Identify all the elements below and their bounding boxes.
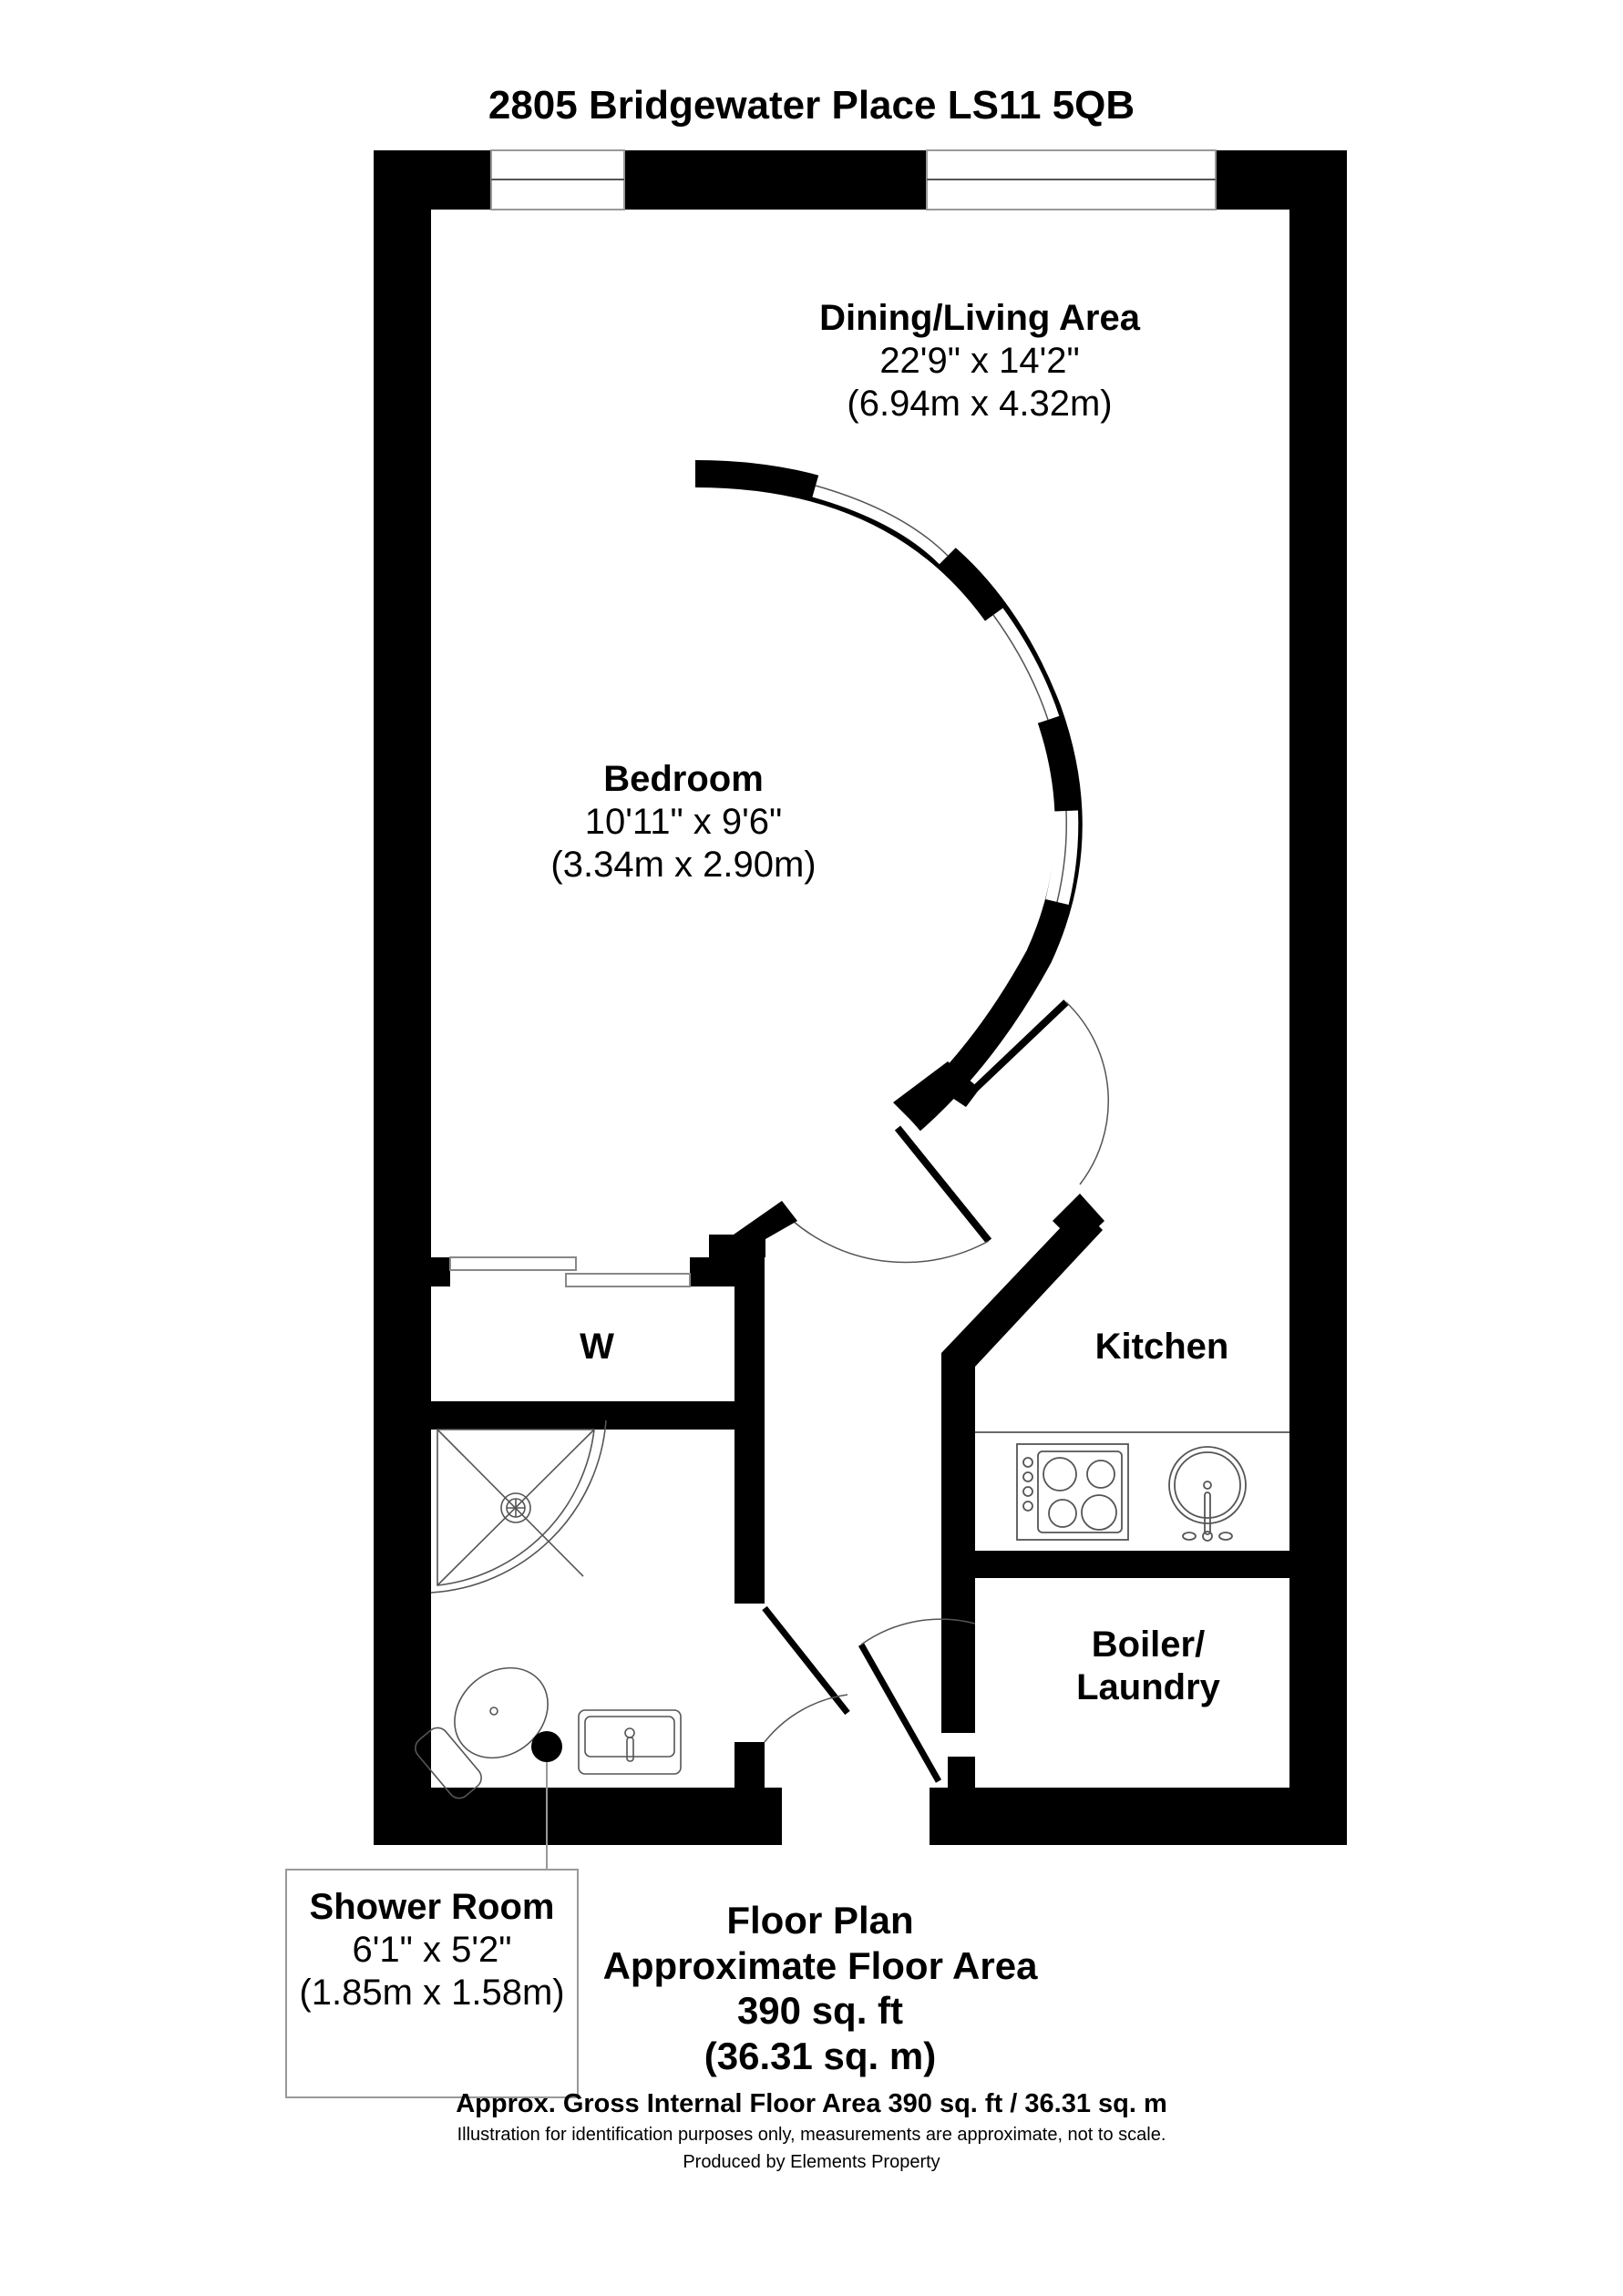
room-dimensions-imperial: 22'9" x 14'2"	[879, 341, 1080, 382]
boiler-door	[858, 1618, 976, 1783]
hob-icon	[1016, 1443, 1129, 1541]
room-name: Shower Room	[309, 1887, 555, 1927]
bedroom-entry-wall	[709, 1201, 797, 1257]
curved-bedroom-wall	[694, 460, 1083, 1132]
room-label-bedroom: Bedroom 10'11" x 9'6" (3.34m x 2.90m)	[510, 758, 857, 887]
top-windows	[490, 149, 1217, 210]
wardrobe-sliding-doors	[449, 1256, 691, 1287]
producer-credit: Produced by Elements Property	[683, 2152, 940, 2172]
room-name: Dining/Living Area	[819, 298, 1140, 338]
room-label-kitchen: Kitchen	[1094, 1327, 1229, 1367]
outer-walls	[374, 150, 1347, 1845]
hall-door	[792, 1125, 992, 1264]
room-dimensions-imperial: 6'1" x 5'2"	[352, 1930, 512, 1971]
summary-subheading: Approximate Floor Area	[602, 1943, 1038, 1987]
room-name: Bedroom	[603, 759, 764, 799]
room-name-line1: Boiler/	[1091, 1625, 1206, 1665]
sink-icon	[1168, 1446, 1247, 1542]
room-dimensions-metric: (3.34m x 2.90m)	[550, 845, 817, 886]
room-label-shower-room: Shower Room 6'1" x 5'2" (1.85m x 1.58m)	[285, 1886, 579, 2015]
summary-area-imperial: 390 sq. ft	[736, 1989, 904, 2033]
room-name-line2: Laundry	[1076, 1667, 1220, 1708]
wardrobe-walls	[431, 1257, 765, 1430]
kitchen-walls	[941, 1194, 1289, 1793]
summary-heading: Floor Plan	[726, 1899, 914, 1942]
hall-partition-wall	[734, 1257, 765, 1797]
room-dimensions-metric: (6.94m x 4.32m)	[847, 384, 1113, 425]
disclaimer-note: Illustration for identification purposes…	[457, 2125, 1166, 2145]
property-title: 2805 Bridgewater Place LS11 5QB	[488, 83, 1135, 128]
gross-area-note: Approx. Gross Internal Floor Area 390 sq…	[456, 2089, 1167, 2118]
floor-area-summary: Floor Plan Approximate Floor Area 390 sq…	[583, 1898, 1057, 2078]
room-label-boiler-laundry: Boiler/ Laundry	[1012, 1624, 1285, 1709]
bedroom-door	[972, 999, 1110, 1185]
bathroom-door	[762, 1605, 850, 1743]
room-label-dining-living: Dining/Living Area 22'9" x 14'2" (6.94m …	[775, 297, 1185, 426]
shower-tray-icon	[430, 1420, 607, 1594]
shower-room-callout	[285, 1869, 579, 2098]
room-dimensions-metric: (1.85m x 1.58m)	[299, 1973, 565, 2014]
drain-icon	[531, 1731, 562, 1869]
toilet-icon	[415, 1666, 549, 1799]
summary-area-metric: (36.31 sq. m)	[704, 2034, 937, 2077]
basin-icon	[578, 1709, 682, 1775]
room-label-wardrobe: W	[580, 1327, 614, 1367]
room-dimensions-imperial: 10'11" x 9'6"	[584, 802, 783, 843]
